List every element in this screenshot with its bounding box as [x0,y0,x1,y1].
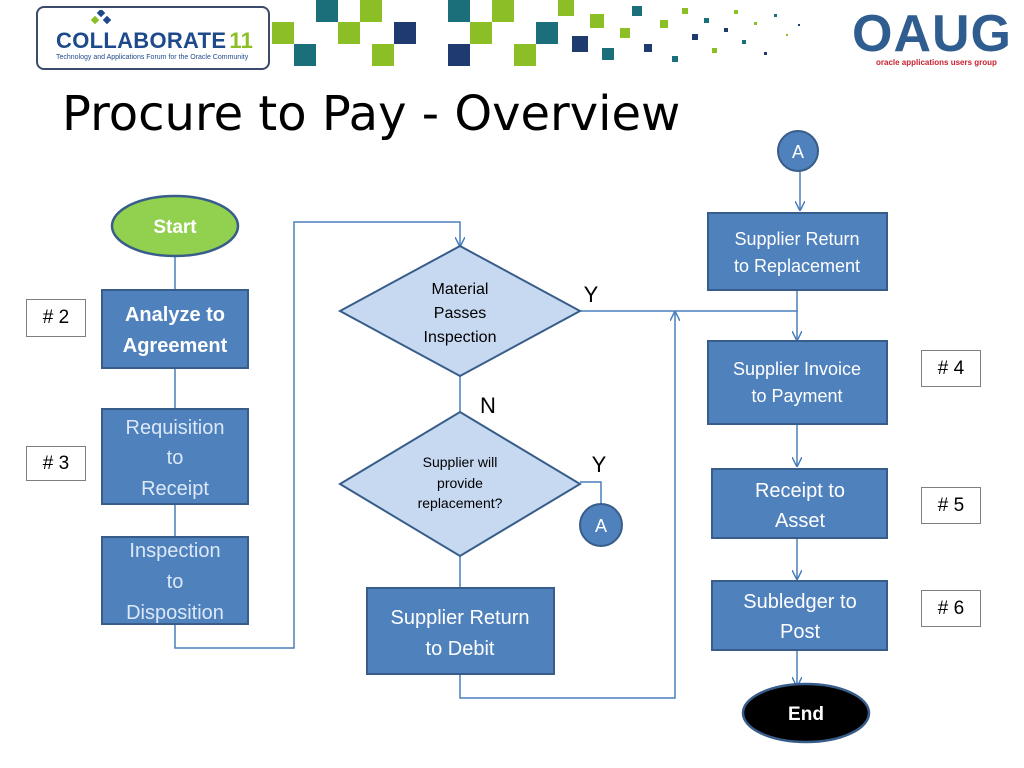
yes-label-material: Y [584,282,599,307]
connector-a-bottom: A [579,503,623,547]
diamond-logo-icon [90,10,112,25]
replacement-q-line-1: Supplier will [423,454,498,470]
supplier-replacement-decision: Supplier will provide replacement? [338,410,582,558]
yes-label-replacement: Y [592,452,607,477]
subledger-line-2: Post [780,621,820,643]
connector-a-top: A [777,130,819,172]
supplier-invoice-to-payment-box: Supplier Invoice to Payment [707,340,888,425]
receipt-to-asset-box: Receipt to Asset [711,468,888,539]
tag-3: # 3 [26,446,86,481]
replacement-q-line-3: replacement? [418,495,503,511]
tag-5: # 5 [921,487,981,524]
requisition-line-2: to [167,447,184,469]
start-label: Start [153,217,197,238]
requisition-line-1: Requisition [126,417,225,439]
oaug-tagline: oracle applications users group [876,58,997,67]
logo-tagline: Technology and Applications Forum for th… [56,54,249,61]
material-passes-inspection-decision: Material Passes Inspection [337,244,583,378]
analyze-line-1: Analyze to [125,304,225,326]
inspection-to-disposition-box: Inspection to Disposition [101,536,249,625]
tag-6: # 6 [921,590,981,627]
return-debit-line-2: to Debit [426,638,495,660]
material-line-1: Material [432,281,489,298]
supplier-return-to-replacement-box: Supplier Return to Replacement [707,212,888,291]
receipt-asset-line-1: Receipt to [755,480,845,502]
material-line-3: Inspection [424,329,497,346]
flow-lines [174,170,800,699]
inspection-line-2: to [167,571,184,593]
invoice-line-2: to Payment [751,386,842,406]
return-replacement-line-2: to Replacement [734,256,860,276]
page-title: Procure to Pay - Overview [62,86,681,142]
start-terminator: Start [110,194,240,258]
subledger-to-post-box: Subledger to Post [711,580,888,651]
receipt-asset-line-2: Asset [775,510,825,532]
analyze-line-2: Agreement [123,335,228,357]
return-replacement-line-1: Supplier Return [734,229,859,249]
requisition-line-3: Receipt [141,478,209,500]
replacement-q-line-2: provide [437,475,483,491]
material-line-2: Passes [434,305,486,322]
header-mosaic [272,0,800,66]
no-label-material: N [480,393,496,418]
end-label: End [788,704,824,725]
connector-a-top-label: A [792,142,804,162]
return-debit-line-1: Supplier Return [391,607,530,629]
requisition-to-receipt-box: Requisition to Receipt [101,408,249,505]
invoice-line-1: Supplier Invoice [733,359,861,379]
inspection-line-3: Disposition [126,602,224,624]
oaug-logo: OAUG [852,5,1012,63]
inspection-line-1: Inspection [129,540,220,562]
subledger-line-1: Subledger to [743,591,856,613]
tag-2: # 2 [26,299,86,337]
tag-4: # 4 [921,350,981,387]
end-terminator: End [741,682,871,744]
connector-a-bottom-label: A [595,516,607,536]
analyze-to-agreement-box: Analyze to Agreement [101,289,249,369]
supplier-return-to-debit-box: Supplier Return to Debit [366,587,555,675]
